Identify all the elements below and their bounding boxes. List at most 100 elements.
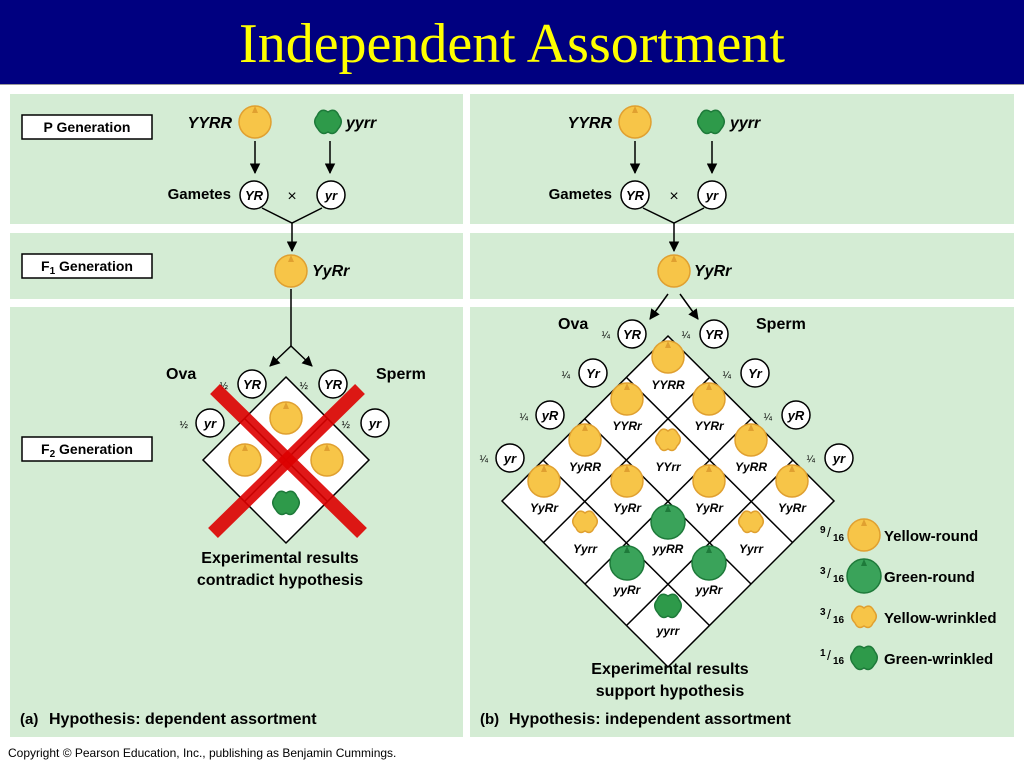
b-cell-genotype: YYRr — [612, 419, 643, 433]
b-cell-genotype: Yyrr — [739, 542, 764, 556]
b-caption-letter: (b) — [480, 711, 499, 728]
p-generation-box — [21, 114, 153, 140]
svg-text:/: / — [827, 606, 831, 622]
svg-text:yr: yr — [368, 416, 382, 431]
svg-text:×: × — [669, 188, 678, 205]
svg-text:¼: ¼ — [682, 329, 691, 341]
a-fraction: ½ — [220, 381, 229, 392]
a-parent-recessive-genotype: yyrr — [345, 115, 377, 132]
svg-text:16: 16 — [833, 574, 845, 585]
svg-text:Gametes: Gametes — [549, 186, 612, 203]
b-cell-genotype: YyRr — [778, 501, 807, 515]
svg-text:3: 3 — [820, 566, 826, 577]
a-caption-letter: (a) — [20, 711, 38, 728]
svg-text:YR: YR — [626, 188, 645, 203]
a-parent-dominant-genotype: YYRR — [188, 115, 233, 132]
svg-text:yR: yR — [787, 408, 805, 423]
svg-text:¼: ¼ — [520, 411, 529, 423]
a-result-line2: contradict hypothesis — [197, 572, 363, 589]
b-result-line2: support hypothesis — [596, 683, 745, 700]
svg-text:16: 16 — [833, 615, 845, 626]
genetics-diagram: P Generation F1 Generation F2 Generation… — [10, 94, 1014, 737]
a-caption: Hypothesis: dependent assortment — [49, 711, 317, 728]
legend-label: Yellow-round — [884, 528, 978, 545]
a-cross-symbol: × — [287, 188, 296, 205]
copyright-notice: Copyright © Pearson Education, Inc., pub… — [8, 746, 397, 760]
a-red-x-overlay — [208, 383, 367, 539]
title-bar — [0, 0, 1024, 84]
svg-text:16: 16 — [833, 656, 845, 667]
phenotype-legend: 9 / 16 Yellow-round 3 / 16 Green-round 3… — [820, 518, 997, 671]
panel-b-p-section — [470, 94, 1014, 224]
svg-text:¼: ¼ — [807, 453, 816, 465]
b-cell-genotype: YyRR — [569, 460, 601, 474]
b-cell-genotype: YyRR — [735, 460, 767, 474]
svg-text:yr: yr — [832, 451, 846, 466]
b-cell-genotype: YyRr — [695, 501, 724, 515]
b-cell-genotype: YYrr — [655, 460, 682, 474]
a-fraction: ½ — [180, 420, 189, 431]
b-cell-genotype: yyrr — [656, 624, 681, 638]
svg-text:3: 3 — [820, 607, 826, 618]
f1-generation-label: F1 Generation — [41, 258, 133, 277]
svg-text:¼: ¼ — [480, 453, 489, 465]
svg-text:¼: ¼ — [764, 411, 773, 423]
b-cell-genotype: YYRR — [651, 378, 685, 392]
legend-label: Green-wrinkled — [884, 651, 993, 668]
a-gamete-dominant: YR — [245, 188, 264, 203]
svg-text:yr: yr — [503, 451, 517, 466]
svg-text:¼: ¼ — [723, 369, 732, 381]
svg-text:1: 1 — [820, 648, 826, 659]
a-f1-genotype: YyRr — [312, 263, 350, 280]
svg-text:YR: YR — [705, 327, 724, 342]
svg-text:/: / — [827, 647, 831, 663]
f1-generation-box — [21, 253, 153, 279]
a-ova-label: Ova — [166, 366, 196, 383]
b-sperm-label: Sperm — [756, 316, 806, 333]
b-cell-genotype: yyRR — [652, 542, 684, 556]
panel-b-f1-section — [470, 233, 1014, 299]
a-fraction: ½ — [300, 381, 309, 392]
panel-a-f2-section — [10, 307, 463, 737]
b-cell-genotype: YyRr — [613, 501, 642, 515]
b-cell-genotype: YyRr — [530, 501, 559, 515]
b-gametes-left: ¼ YR ¼ Yr ¼ yR ¼ yr — [480, 319, 647, 473]
svg-text:Yr: Yr — [586, 366, 601, 381]
f2-generation-box — [21, 436, 153, 462]
svg-text:/: / — [827, 524, 831, 540]
svg-text:YR: YR — [243, 377, 262, 392]
b-result-line1: Experimental results — [591, 661, 749, 678]
svg-text:¼: ¼ — [562, 369, 571, 381]
a-gametes-label: Gametes — [168, 186, 231, 203]
b-cell-genotype: YYRr — [694, 419, 725, 433]
svg-text:¼: ¼ — [602, 329, 611, 341]
legend-label: Yellow-wrinkled — [884, 610, 997, 627]
svg-text:yr: yr — [203, 416, 217, 431]
p-generation-label: P Generation — [44, 119, 131, 135]
svg-text:YR: YR — [623, 327, 642, 342]
a-sperm-label: Sperm — [376, 366, 426, 383]
a-fraction: ½ — [342, 420, 351, 431]
svg-text:9: 9 — [820, 525, 826, 536]
svg-text:Yr: Yr — [748, 366, 763, 381]
b-gametes-right: ¼ YR ¼ Yr ¼ yR ¼ yr — [682, 319, 854, 473]
svg-text:YyRr: YyRr — [694, 263, 732, 280]
f2-generation-label: F2 Generation — [41, 441, 133, 460]
b-cell-genotype: yyRr — [613, 583, 642, 597]
svg-text:yR: yR — [541, 408, 559, 423]
slide-title: Independent Assortment — [239, 13, 785, 75]
svg-text:YYRR: YYRR — [568, 115, 613, 132]
svg-text:/: / — [827, 565, 831, 581]
svg-text:16: 16 — [833, 533, 845, 544]
svg-text:yyrr: yyrr — [729, 115, 761, 132]
b-caption: Hypothesis: independent assortment — [509, 711, 791, 728]
b-cell-genotype: Yyrr — [573, 542, 598, 556]
panel-a-p-section — [10, 94, 463, 224]
a-result-line1: Experimental results — [201, 550, 359, 567]
b-cell-genotype: yyRr — [695, 583, 724, 597]
a-gamete-recessive: yr — [324, 188, 338, 203]
svg-text:yr: yr — [705, 188, 719, 203]
svg-text:YR: YR — [324, 377, 343, 392]
legend-label: Green-round — [884, 569, 975, 586]
b-ova-label: Ova — [558, 316, 588, 333]
